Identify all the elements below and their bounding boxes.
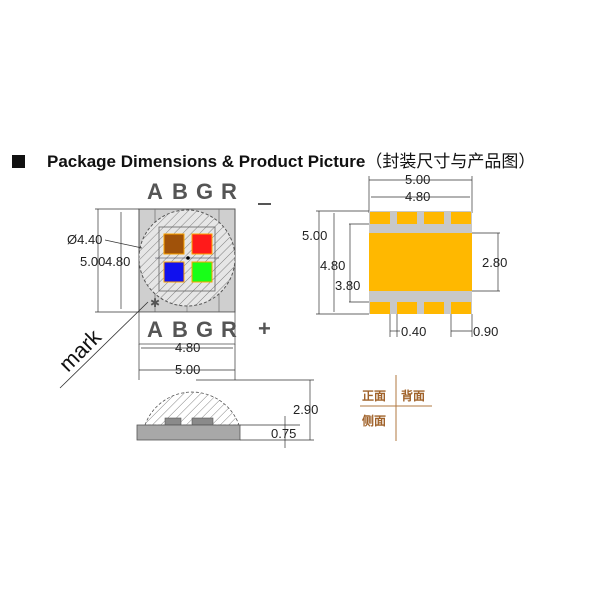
back-dim-center-pad: 2.80 bbox=[482, 255, 507, 270]
bullet-square-icon bbox=[12, 155, 25, 168]
back-dim-pad-gap: 0.40 bbox=[401, 324, 426, 339]
back-dim-width-inner: 4.80 bbox=[405, 189, 430, 204]
pin-label-bottom-b: B bbox=[172, 317, 188, 342]
back-dim-height-inner: 4.80 bbox=[320, 258, 345, 273]
polarity-plus-label: + bbox=[258, 316, 271, 341]
center-pad bbox=[369, 233, 472, 291]
dim-lens-diameter: Ø4.40 bbox=[67, 232, 102, 247]
pad-bottom-4 bbox=[451, 302, 471, 314]
mark-leader-line bbox=[59, 301, 149, 389]
title-main: Package Dimensions & Product Picture bbox=[47, 152, 366, 171]
back-dim-pad-span: 3.80 bbox=[335, 278, 360, 293]
side-view: 2.90 0.75 bbox=[136, 379, 318, 448]
side-dim-total-height: 2.90 bbox=[293, 402, 318, 417]
pin-label-top-r: R bbox=[221, 179, 237, 204]
pin-label-top-a: A bbox=[147, 179, 163, 204]
dim-width-outer: 5.00 bbox=[175, 362, 200, 377]
pin-label-bottom-a: A bbox=[147, 317, 163, 342]
dim-height-inner: 4.80 bbox=[105, 254, 130, 269]
chip-red bbox=[191, 233, 213, 255]
pad-top-3 bbox=[424, 212, 444, 224]
pad-bottom-3 bbox=[424, 302, 444, 314]
legend-back: 背面 bbox=[401, 388, 425, 403]
pad-top-4 bbox=[451, 212, 471, 224]
back-view: 5.00 4.80 5.00 4.80 3.80 2.80 0.40 bbox=[302, 172, 507, 339]
view-legend: 正面 背面 侧面 bbox=[360, 375, 432, 441]
pad-top-1 bbox=[370, 212, 390, 224]
legend-side: 侧面 bbox=[362, 413, 386, 428]
back-dim-height-outer: 5.00 bbox=[302, 228, 327, 243]
pad-bottom-2 bbox=[397, 302, 417, 314]
pin-label-top-b: B bbox=[172, 179, 188, 204]
back-dim-pad-width: 0.90 bbox=[473, 324, 498, 339]
side-dim-base-height: 0.75 bbox=[271, 426, 296, 441]
dim-width-inner: 4.80 bbox=[175, 340, 200, 355]
title-cn: （封装尺寸与产品图） bbox=[365, 152, 536, 171]
side-base bbox=[136, 424, 241, 441]
pad-top-2 bbox=[397, 212, 417, 224]
back-dim-width-outer: 5.00 bbox=[405, 172, 430, 187]
pin-label-top-g: G bbox=[196, 179, 213, 204]
pin-label-bottom-g: G bbox=[196, 317, 213, 342]
section-title: Package Dimensions & Product Picture（封装尺… bbox=[12, 147, 535, 172]
polarity-minus-icon bbox=[258, 203, 271, 205]
legend-front: 正面 bbox=[362, 389, 386, 403]
pad-bottom-1 bbox=[370, 302, 390, 314]
dim-height-outer: 5.00 bbox=[80, 254, 105, 269]
front-view: A B G R 5.00 4.80 Ø4.40 ✱ mark bbox=[54, 179, 271, 389]
chip-blue bbox=[163, 261, 185, 283]
mark-star-icon: ✱ bbox=[150, 296, 160, 310]
chip-amber bbox=[163, 233, 185, 255]
pin-label-bottom-r: R bbox=[221, 317, 237, 342]
chip-green bbox=[191, 261, 213, 283]
